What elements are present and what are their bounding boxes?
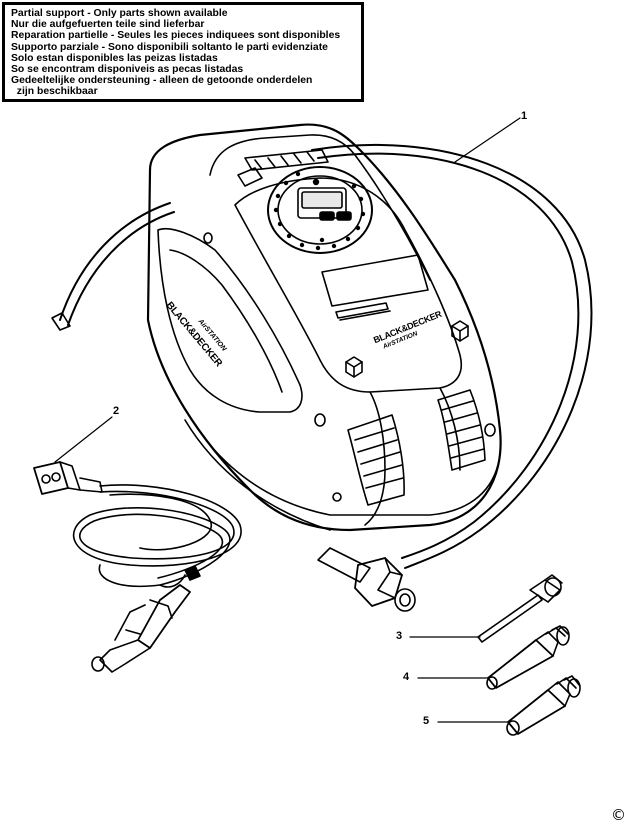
air-hose: [311, 143, 593, 569]
tapered-adaptor-small: [506, 675, 581, 736]
compressor-body: [146, 123, 502, 532]
inflation-needle: [477, 574, 563, 643]
knob: [345, 356, 363, 378]
car-power-cord: [33, 461, 242, 673]
tapered-adaptor-large: [486, 625, 570, 690]
label-panel: [321, 254, 429, 321]
notice-line: Nur die aufgefuerten teile sind lieferba…: [11, 19, 205, 31]
callout-4: 4: [403, 671, 410, 683]
control-dial: [237, 149, 373, 254]
screw-hole: [203, 232, 213, 244]
mode-button: [319, 211, 335, 221]
notice-line: Supporto parziale - Sono disponibili sol…: [11, 41, 328, 53]
notice-line: Solo estan disponibles las peizas listad…: [11, 52, 218, 64]
left-vent-grille: [347, 414, 405, 506]
valve-connector: [317, 547, 416, 612]
callout-1: 1: [521, 110, 528, 122]
notice-line: So se encontram disponiveis as pecas lis…: [11, 64, 244, 76]
knob: [451, 320, 469, 342]
leader-lines: [54, 117, 521, 723]
partial-support-notice: Partial support - Only parts shown avail…: [2, 2, 364, 102]
notice-line: Partial support - Only parts shown avail…: [11, 8, 228, 19]
power-cord: [51, 202, 175, 331]
copyright-mark: ©: [611, 806, 626, 824]
right-vent-grille: [437, 389, 486, 471]
notice-line: Gedeeltelijke ondersteuning - alleen de …: [11, 75, 313, 87]
callout-3: 3: [396, 630, 403, 642]
screw-hole: [314, 413, 326, 427]
screw-hole: [484, 423, 496, 437]
screw-hole: [332, 492, 342, 502]
callout-5: 5: [423, 715, 430, 727]
notice-line: Reparation partielle - Seules les pieces…: [11, 30, 341, 42]
set-button: [336, 211, 352, 221]
callout-2: 2: [113, 405, 120, 417]
notice-line: zijn beschikbaar: [11, 86, 98, 98]
dial-markings: [273, 171, 366, 251]
